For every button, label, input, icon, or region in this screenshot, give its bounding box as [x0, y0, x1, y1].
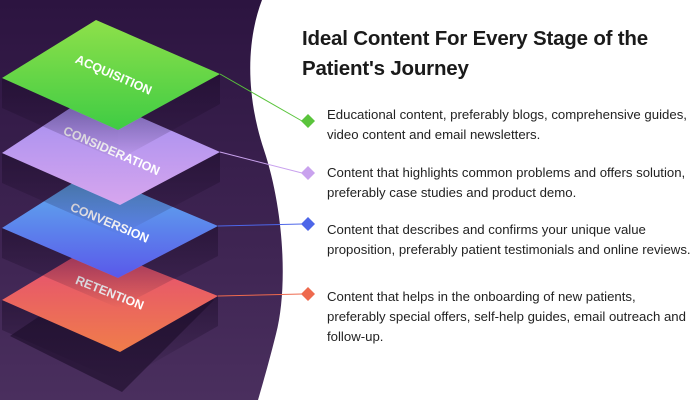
connector-line-acquisition	[219, 73, 303, 122]
stage-layer-shade	[2, 300, 120, 382]
stage-layer-shade	[118, 74, 220, 160]
page-title: Ideal Content For Every Stage of the Pat…	[302, 27, 648, 80]
stage-layer-shade	[120, 152, 220, 235]
stage-layer-shade	[118, 226, 218, 308]
stage-description-conversion: Content that describes and confirms your…	[327, 222, 691, 257]
diamond-bullet-icon	[301, 166, 315, 180]
stage-layer-face	[2, 20, 220, 130]
diamond-bullet-icon	[301, 217, 315, 231]
diamond-bullet-icon	[301, 287, 315, 301]
stage-layer-shade	[2, 78, 118, 160]
connector-line-conversion	[217, 223, 303, 227]
diamond-bullet-icon	[301, 114, 315, 128]
connector-line-retention	[217, 293, 303, 297]
stage-layer-shade	[2, 153, 120, 235]
stage-layer-shade	[120, 296, 218, 382]
stage-description-consideration: Content that highlights common problems …	[327, 165, 686, 200]
stage-layer-shade	[2, 228, 118, 308]
stage-description-retention: Content that helps in the onboarding of …	[327, 289, 686, 344]
stage-layer-acquisition: ACQUISITION	[2, 20, 220, 160]
stage-description-acquisition: Educational content, preferably blogs, c…	[327, 107, 687, 142]
connector-line-consideration	[219, 151, 303, 174]
